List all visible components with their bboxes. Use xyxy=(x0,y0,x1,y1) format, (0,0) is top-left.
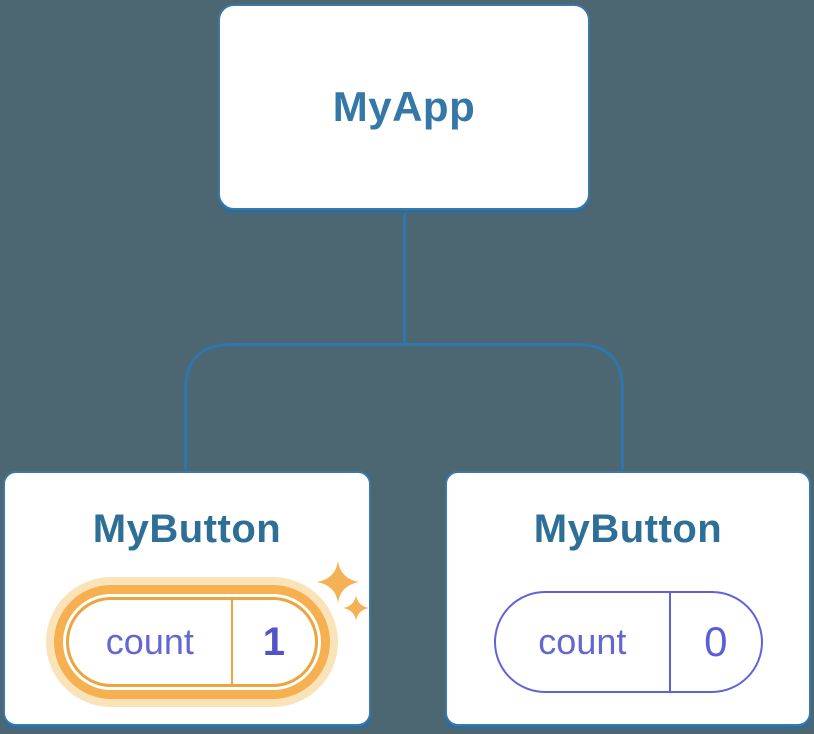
sparkle-icon xyxy=(317,561,359,603)
node-label: MyButton xyxy=(92,507,282,551)
connector-branch xyxy=(184,343,624,470)
tree-node-mybutton-2: MyButton count 0 xyxy=(445,471,811,726)
state-value: 1 xyxy=(230,600,315,684)
state-name: count xyxy=(105,621,194,662)
sparkle-icon xyxy=(343,595,369,621)
state-pill: count 0 xyxy=(494,591,763,693)
state-name: count xyxy=(538,621,627,662)
state-pill-highlighted: count 1 xyxy=(66,597,318,687)
state-value: 0 xyxy=(668,593,761,691)
node-label: MyButton xyxy=(533,507,723,551)
node-label: MyApp xyxy=(332,83,476,130)
tree-node-myapp: MyApp xyxy=(218,4,590,210)
tree-node-mybutton-1: MyButton count 1 xyxy=(3,471,371,726)
